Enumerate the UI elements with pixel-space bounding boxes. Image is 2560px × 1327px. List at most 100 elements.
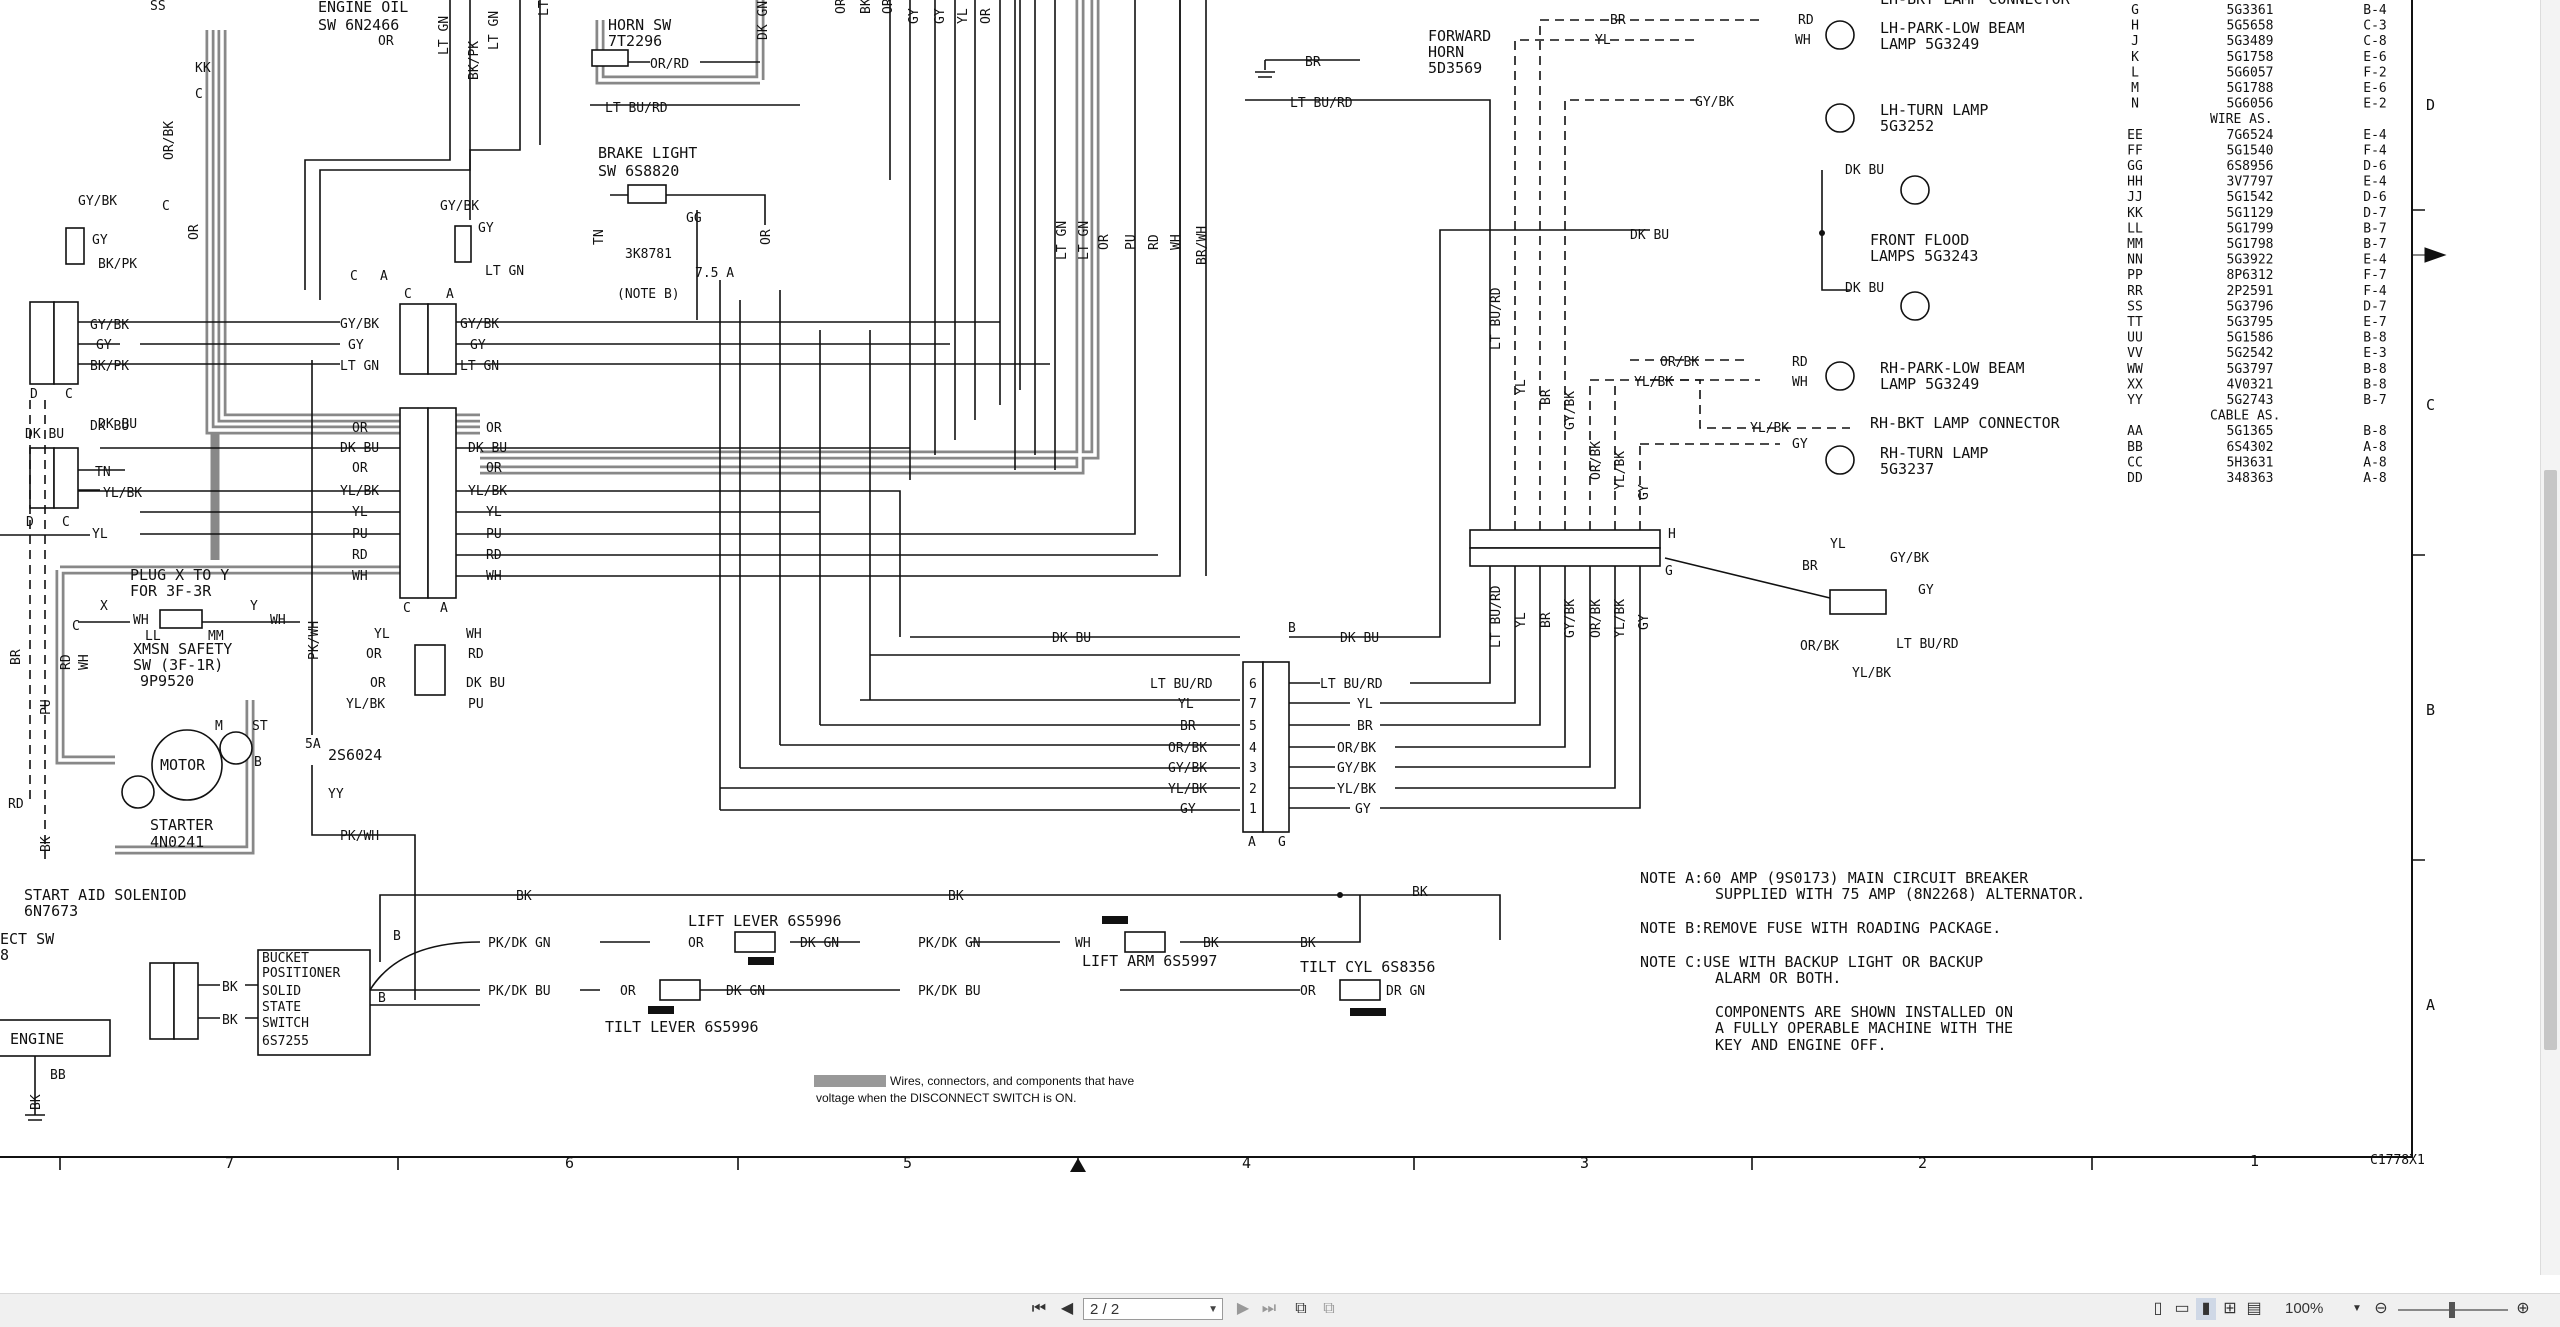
svg-text:POSITIONER: POSITIONER <box>262 966 340 981</box>
svg-text:DK BU: DK BU <box>1845 163 1884 178</box>
svg-text:BR/WH: BR/WH <box>1195 226 1210 265</box>
parts-table-id: MM <box>2127 237 2143 252</box>
svg-text:C: C <box>403 601 411 616</box>
parts-table-loc: B-8 <box>2363 424 2386 439</box>
page-select[interactable]: 2 / 2 ▼ <box>1083 1298 1223 1320</box>
svg-text:OR/BK: OR/BK <box>1589 441 1604 480</box>
svg-text:5A: 5A <box>305 737 321 752</box>
prev-page-button[interactable]: ◀ <box>1060 1300 1074 1317</box>
svg-text:PLUG X TO Y: PLUG X TO Y <box>130 566 229 584</box>
svg-text:3K8781: 3K8781 <box>625 247 672 262</box>
svg-text:LL: LL <box>145 629 161 644</box>
zoom-slider-handle[interactable] <box>2449 1302 2455 1318</box>
continuous-view-icon[interactable]: ▭ <box>2174 1300 2190 1317</box>
rotate-icon[interactable]: ⧉ <box>1295 1300 1307 1317</box>
parts-table-id: K <box>2131 50 2139 65</box>
svg-text:KK: KK <box>195 61 211 76</box>
parts-table-id: HH <box>2127 175 2143 190</box>
svg-text:RD: RD <box>1792 355 1808 370</box>
svg-text:B: B <box>1288 621 1296 636</box>
fit-width-icon[interactable]: ▤ <box>2246 1300 2262 1317</box>
svg-text:2: 2 <box>1249 782 1257 797</box>
svg-text:GY/BK: GY/BK <box>440 199 479 214</box>
parts-table-loc: B-7 <box>2363 221 2386 236</box>
svg-text:GY: GY <box>1355 802 1371 817</box>
svg-text:LT GN: LT GN <box>1055 221 1070 260</box>
zoom-in-button[interactable]: ⊕ <box>2516 1300 2530 1317</box>
legend-line2: voltage when the DISCONNECT SWITCH is ON… <box>816 1091 1077 1105</box>
svg-text:ECT SW: ECT SW <box>0 930 55 948</box>
pdf-toolbar: ⏮ ◀ 2 / 2 ▼ ▶ ⏭ ⧉ ⧉ ▯ ▭ ▮ ⊞ ▤ 100% ▼ ⊖ ⊕ <box>0 1293 2560 1327</box>
svg-text:LT GN: LT GN <box>460 359 499 374</box>
svg-text:X: X <box>100 599 108 614</box>
svg-text:OR: OR <box>366 647 382 662</box>
svg-text:TN: TN <box>592 229 607 245</box>
first-page-button[interactable]: ⏮ <box>1031 1300 1047 1317</box>
svg-text:OR/BK: OR/BK <box>1168 741 1207 756</box>
svg-text:BR: BR <box>1539 389 1554 405</box>
next-page-button[interactable]: ▶ <box>1236 1300 1250 1317</box>
parts-table-id: GG <box>2127 159 2143 174</box>
parts-table-loc: E-4 <box>2363 175 2387 190</box>
zoom-dropdown-icon[interactable]: ▼ <box>2352 1303 2362 1314</box>
svg-text:D: D <box>2426 96 2435 114</box>
facing-view-icon[interactable]: ⊞ <box>2223 1300 2237 1317</box>
svg-text:GG: GG <box>686 211 702 226</box>
svg-text:GY/BK: GY/BK <box>1168 761 1207 776</box>
svg-text:GY/BK: GY/BK <box>1563 599 1578 638</box>
copy-icon[interactable]: ⧉ <box>1323 1300 1335 1317</box>
svg-text:BK: BK <box>222 980 238 995</box>
svg-text:A: A <box>440 601 448 616</box>
svg-text:1: 1 <box>1249 802 1257 817</box>
parts-table-part: 5G1758 <box>2227 50 2274 65</box>
svg-text:BK: BK <box>39 836 54 852</box>
parts-table-loc: C-8 <box>2363 34 2386 49</box>
note-a-line1: NOTE A:60 AMP (9S0173) MAIN CIRCUIT BREA… <box>1640 869 2029 887</box>
connector-left-3 <box>29 301 55 385</box>
two-page-view-icon[interactable]: ▮ <box>2196 1298 2216 1320</box>
svg-text:GY: GY <box>1792 437 1808 452</box>
svg-text:YL: YL <box>1357 697 1373 712</box>
svg-text:C: C <box>65 387 73 402</box>
svg-text:OR/BK: OR/BK <box>1337 741 1376 756</box>
parts-table-loc: A-8 <box>2363 455 2386 470</box>
parts-table-loc: B-8 <box>2363 331 2386 346</box>
svg-text:LT BU/RD: LT BU/RD <box>1489 287 1504 350</box>
svg-text:G: G <box>1665 564 1673 579</box>
left-section: SS ENGINE OIL SW 6N2466 OR KK HORN SW 7T… <box>0 0 1501 1121</box>
svg-text:3: 3 <box>1580 1154 1589 1172</box>
svg-text:START AID SOLENIOD: START AID SOLENIOD <box>24 886 187 904</box>
label-brake-light: BRAKE LIGHT <box>598 144 697 162</box>
svg-text:5: 5 <box>903 1154 912 1172</box>
svg-text:BK: BK <box>516 889 532 904</box>
connector-mid-1 <box>399 303 429 375</box>
svg-text:B: B <box>254 755 262 770</box>
vertical-scroll-thumb[interactable] <box>2544 470 2557 1050</box>
svg-text:OR/BK: OR/BK <box>162 121 177 160</box>
chevron-down-icon: ▼ <box>1208 1304 1218 1315</box>
label-horn-sw: HORN SW <box>608 16 672 34</box>
zoom-out-button[interactable]: ⊖ <box>2374 1300 2388 1317</box>
document-viewport[interactable]: SS ENGINE OIL SW 6N2466 OR KK HORN SW 7T… <box>0 0 2560 1275</box>
parts-table-part: 5G1799 <box>2227 221 2274 236</box>
svg-text:3: 3 <box>1249 761 1257 776</box>
vertical-scrollbar[interactable] <box>2540 0 2560 1275</box>
svg-text:SW (3F-1R): SW (3F-1R) <box>133 656 223 674</box>
svg-text:8: 8 <box>0 946 9 964</box>
svg-text:9P9520: 9P9520 <box>140 672 194 690</box>
parts-table-part: 5H3631 <box>2227 455 2274 470</box>
parts-table-loc: E-3 <box>2363 346 2386 361</box>
svg-text:GY: GY <box>907 8 922 24</box>
svg-text:BK: BK <box>948 889 964 904</box>
parts-table-part: 5G3795 <box>2227 315 2274 330</box>
lift-arm-switch <box>1124 931 1166 953</box>
svg-text:YL/BK: YL/BK <box>1634 375 1673 390</box>
parts-table-loc: B-4 <box>2363 3 2387 18</box>
svg-text:WH: WH <box>1075 936 1091 951</box>
last-page-button[interactable]: ⏭ <box>1261 1300 1277 1317</box>
svg-text:GY: GY <box>470 338 486 353</box>
svg-text:WH: WH <box>133 613 149 628</box>
svg-text:7: 7 <box>225 1154 234 1172</box>
single-page-view-icon[interactable]: ▯ <box>2153 1300 2163 1317</box>
svg-text:LAMP 5G3249: LAMP 5G3249 <box>1880 35 1979 53</box>
